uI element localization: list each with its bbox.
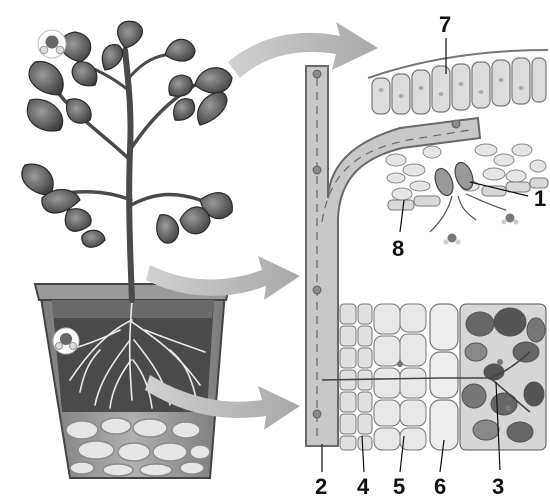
water-molecule-icon: [53, 328, 79, 354]
label-4: 4: [357, 474, 370, 499]
label-5: 5: [393, 474, 405, 499]
water-molecule-icon: [38, 30, 66, 58]
label-6: 6: [434, 474, 446, 499]
large-cells: [430, 304, 458, 450]
cortex-cells: [374, 304, 426, 450]
palisade-cells: [372, 58, 546, 114]
label-8: 8: [392, 236, 404, 261]
stoma-guard-cells: [432, 160, 477, 198]
label-2: 2: [315, 474, 327, 499]
flower-pot: [35, 284, 230, 478]
label-3: 3: [492, 474, 504, 499]
small-cells-column: [340, 304, 372, 450]
label-1: 1: [534, 186, 546, 211]
water-molecule-icon: [444, 214, 519, 245]
root-cross-section: [322, 304, 546, 450]
root-hair-cells: [460, 304, 546, 450]
label-7: 7: [439, 12, 451, 37]
